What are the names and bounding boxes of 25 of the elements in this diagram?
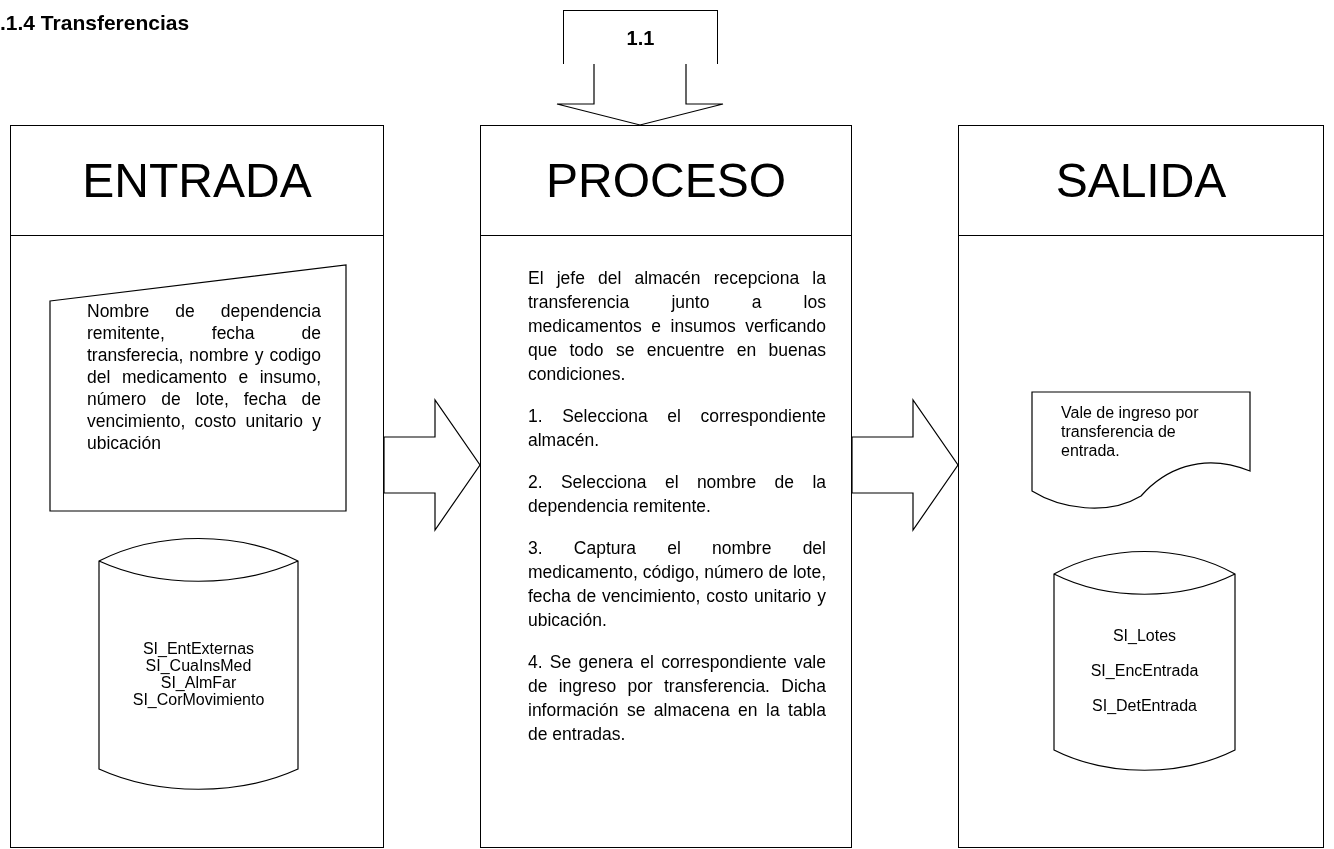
document-shape (1031, 391, 1251, 511)
column-panel (958, 125, 1324, 848)
block-arrow (851, 398, 959, 532)
document-text: Vale de ingreso por transferencia de entrada. (1061, 403, 1200, 460)
section-title: .1.4 Transferencias (0, 10, 190, 36)
database-cylinder (98, 536, 299, 791)
manual-input-shape (49, 264, 347, 512)
table-names: SI_Lotes SI_EncEntrada SI_DetEntrada (1090, 626, 1199, 716)
reference-box (563, 10, 718, 64)
column-panel (480, 125, 852, 848)
step-text: 2. Selecciona el nombre de la dependencia remitente. (528, 471, 826, 518)
database-cylinder (1053, 549, 1236, 772)
block-arrow (383, 398, 481, 532)
table-names: SI_EntExternas SI_CuaInsMed SI_AlmFar SI_CorMovimiento (132, 639, 265, 708)
column-heading: PROCESO (545, 156, 786, 205)
step-text: 1. Selecciona el correspondiente almacén. (528, 405, 826, 452)
column-heading: SALIDA (1055, 156, 1227, 205)
reference-number: 1.1 (626, 25, 655, 51)
input-text: Nombre de dependencia remitente, fecha de transferecia, nombre y codigo del medicamento e insumo, número de lote, fecha de vencimiento, costo unitario y ubicación (87, 300, 321, 454)
block-arrow (556, 63, 724, 126)
column-panel (10, 125, 384, 848)
step-text: El jefe del almacén recepciona la transferencia junto a los medicamentos e insumos verficando que todo se encuentre en buenas condiciones. (528, 267, 826, 386)
step-text: 4. Se genera el correspondiente vale de ingreso por transferencia. Dicha información se almacena en la tabla de entradas. (528, 651, 826, 746)
column-heading: ENTRADA (82, 156, 312, 205)
step-text: 3. Captura el nombre del medicamento, código, número de lote, fecha de vencimiento, costo unitario y ubicación. (528, 537, 826, 632)
